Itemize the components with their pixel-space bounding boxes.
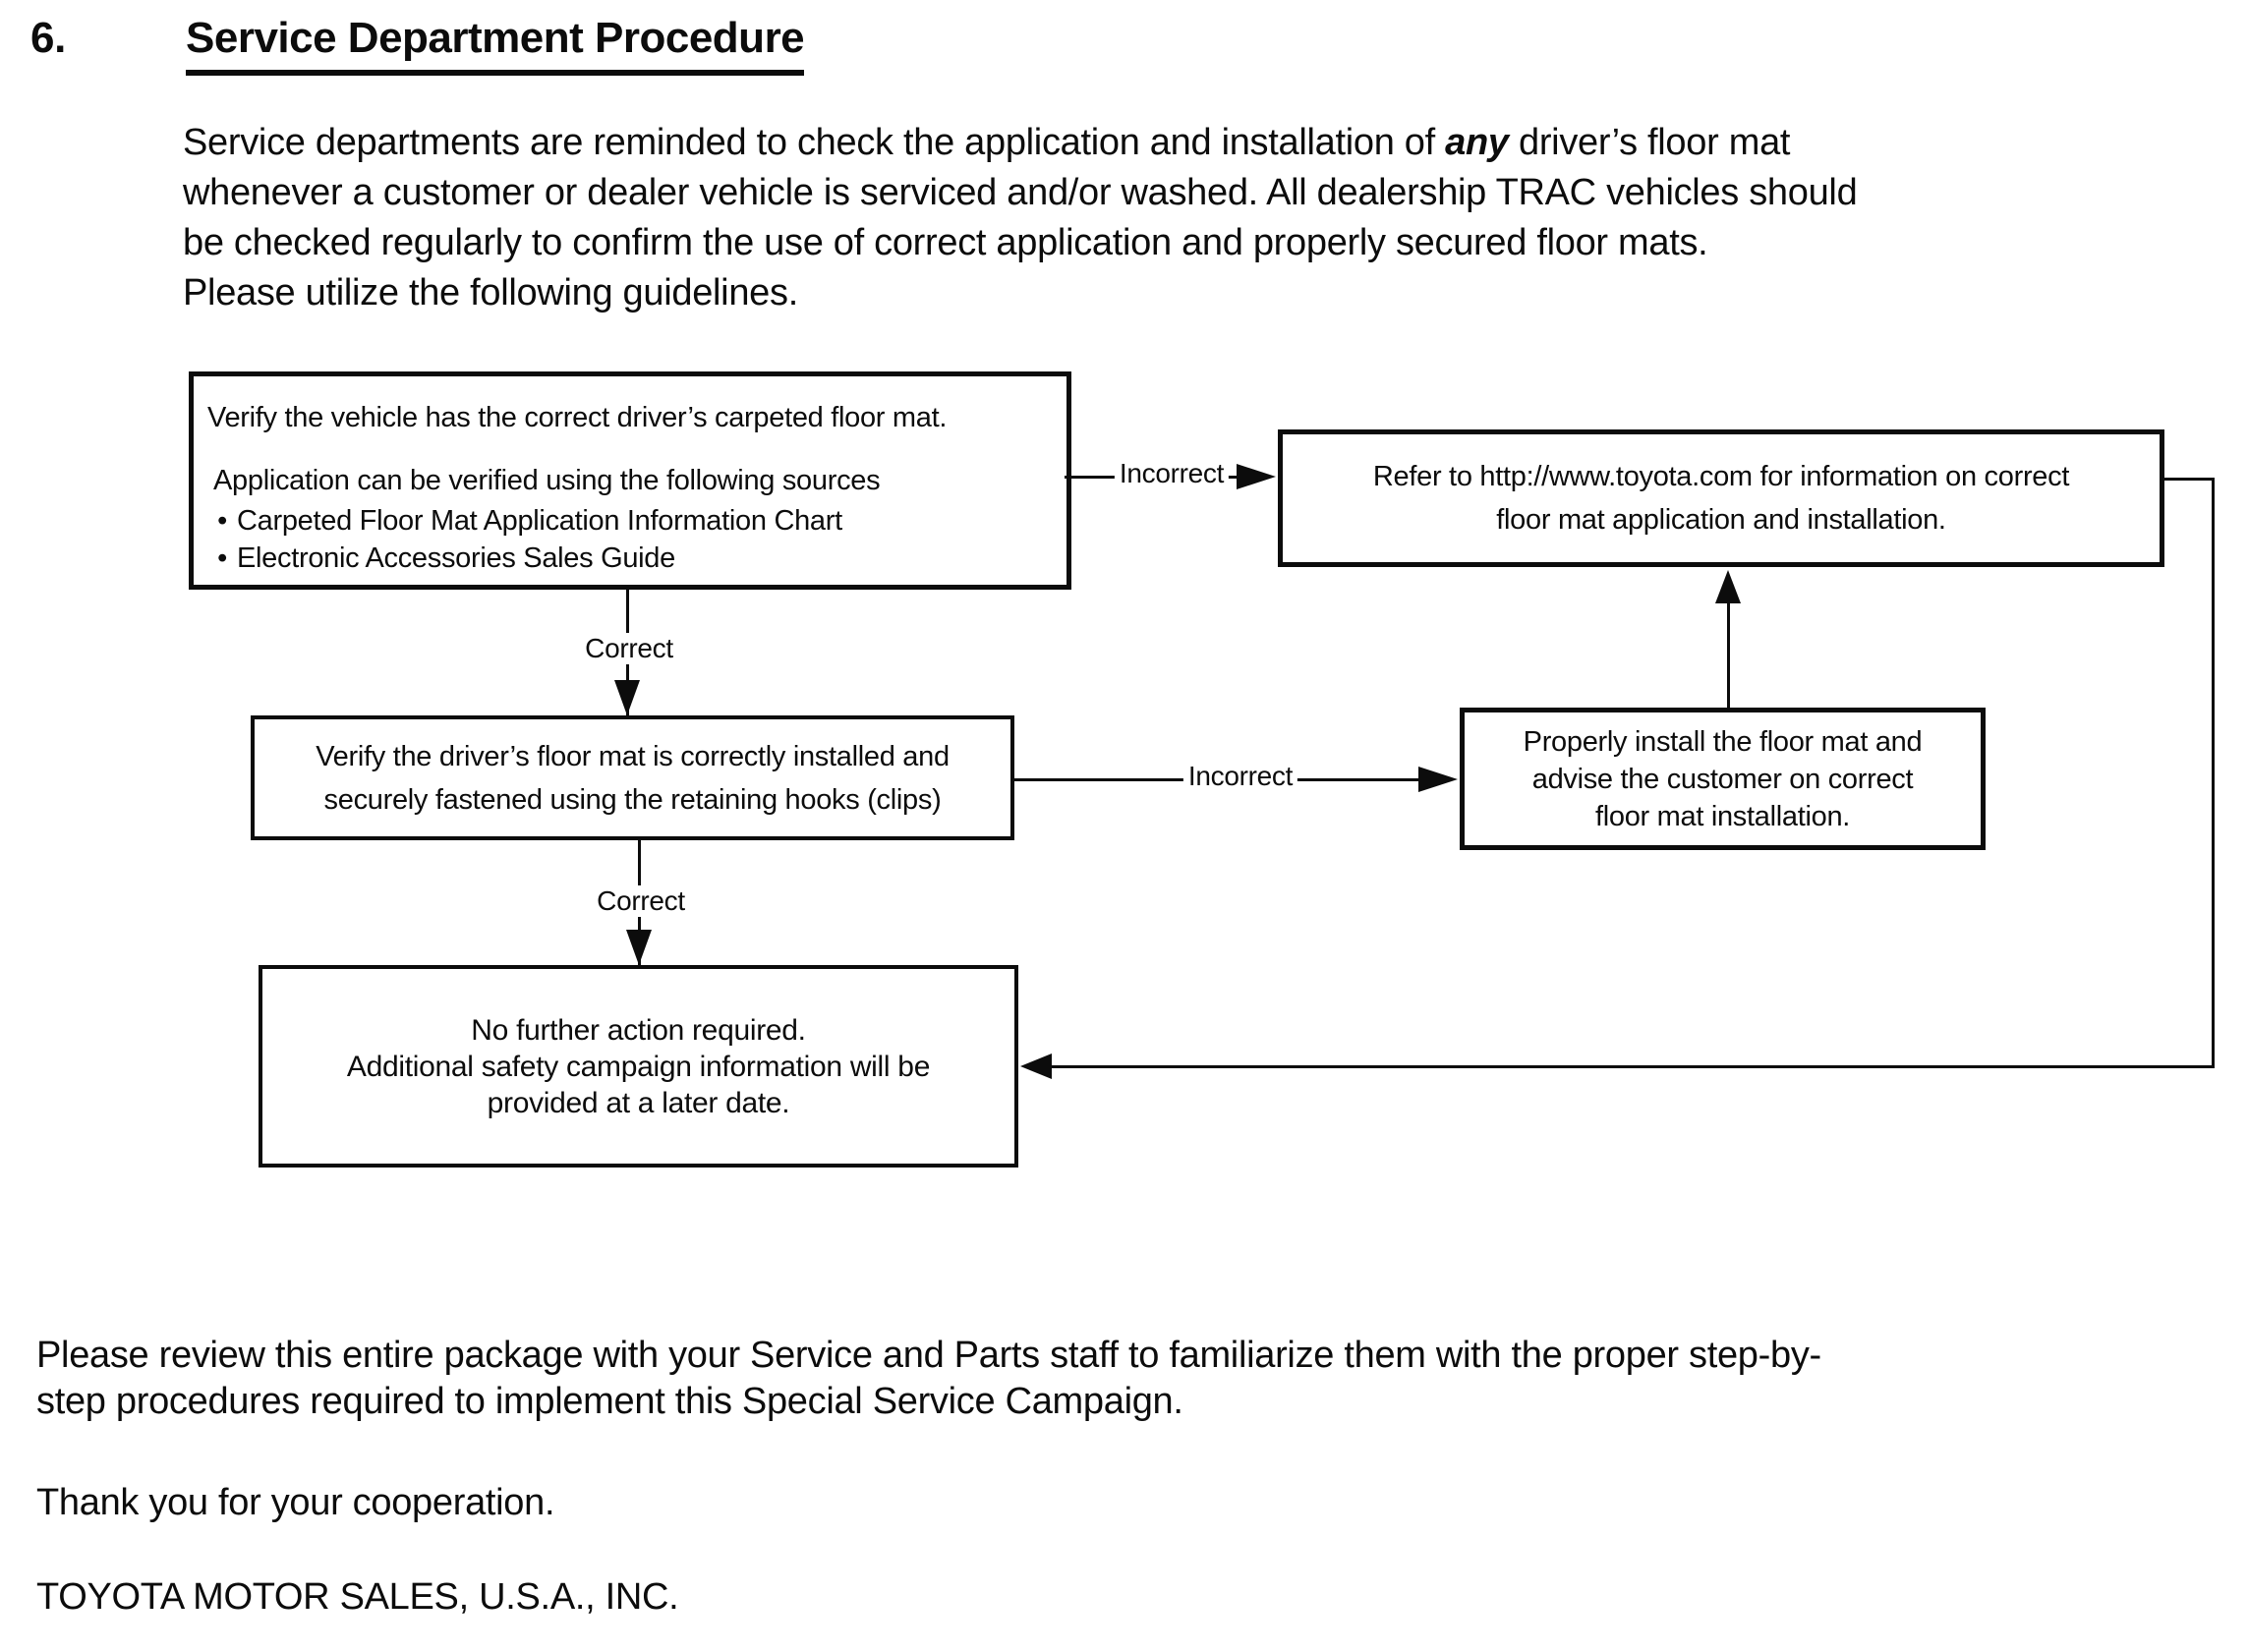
branch-label-incorrect-2: Incorrect	[1182, 761, 1298, 792]
box4-line-3: floor mat installation.	[1594, 800, 1851, 832]
section-number: 6.	[30, 14, 67, 62]
box1-bullet-1: • Carpeted Floor Mat Application Informat…	[207, 502, 1057, 540]
flowchart-box-refer-website: Refer to http://www.toyota.com for infor…	[1278, 429, 2164, 567]
bullet-icon: •	[217, 505, 227, 537]
footer-company: TOYOTA MOTOR SALES, U.S.A., INC.	[36, 1576, 679, 1618]
intro-paragraph: Service departments are reminded to chec…	[183, 118, 2208, 318]
intro-line-1-post: driver’s floor mat	[1508, 122, 1791, 163]
arrow-down-icon	[614, 680, 640, 715]
arrow-right-icon	[1237, 464, 1276, 489]
branch-label-correct-1: Correct	[580, 633, 678, 664]
footer-review-line-1: Please review this entire package with y…	[36, 1335, 1821, 1376]
footer-thanks: Thank you for your cooperation.	[36, 1482, 555, 1523]
connector-feedback-vertical	[2212, 478, 2215, 1068]
box1-bullet-2-text: Electronic Accessories Sales Guide	[237, 542, 675, 574]
box5-line-1: No further action required.	[471, 1013, 806, 1047]
intro-line-1-emphasis: any	[1445, 122, 1509, 163]
intro-line-1-pre: Service departments are reminded to chec…	[183, 122, 1446, 163]
footer-review-line-2: step procedures required to implement th…	[36, 1381, 1183, 1422]
connector-feedback-bottom	[1048, 1065, 2215, 1068]
box5-line-2: Additional safety campaign information w…	[346, 1050, 931, 1083]
arrow-right-icon	[1418, 767, 1458, 792]
box1-bullet-2: • Electronic Accessories Sales Guide	[207, 540, 1057, 577]
flowchart-box-verify-application: Verify the vehicle has the correct drive…	[189, 371, 1071, 590]
box4-line-1: Properly install the floor mat and	[1523, 725, 1923, 758]
page-title: Service Department Procedure	[186, 14, 805, 76]
intro-line-4: Please utilize the following guidelines.	[183, 272, 798, 313]
branch-label-correct-2: Correct	[592, 885, 690, 917]
flowchart-box-no-further-action: No further action required. Additional s…	[259, 965, 1018, 1168]
flowchart-box-verify-installation: Verify the driver’s floor mat is correct…	[251, 715, 1014, 840]
box1-bullet-1-text: Carpeted Floor Mat Application Informati…	[237, 505, 842, 537]
arrow-up-icon	[1715, 570, 1741, 603]
intro-line-2: whenever a customer or dealer vehicle is…	[183, 172, 1858, 213]
box1-line-2: Application can be verified using the fo…	[213, 465, 881, 496]
intro-line-1: Service departments are reminded to chec…	[183, 118, 2208, 168]
box2-line-2: floor mat application and installation.	[1496, 504, 1946, 536]
bullet-icon: •	[217, 542, 227, 574]
arrow-left-icon	[1020, 1054, 1052, 1079]
intro-line-3: be checked regularly to confirm the use …	[183, 222, 1708, 263]
box3-line-1: Verify the driver’s floor mat is correct…	[316, 740, 950, 772]
box2-line-1: Refer to http://www.toyota.com for infor…	[1372, 461, 2070, 492]
connector-box2-feedback-top	[2164, 478, 2215, 481]
box1-line-1: Verify the vehicle has the correct drive…	[207, 402, 948, 433]
box3-line-2: securely fastened using the retaining ho…	[323, 783, 942, 816]
box4-line-2: advise the customer on correct	[1531, 763, 1914, 795]
box5-line-3: provided at a later date.	[487, 1086, 790, 1119]
branch-label-incorrect-1: Incorrect	[1114, 458, 1230, 489]
flowchart-box-properly-install: Properly install the floor mat and advis…	[1460, 708, 1986, 850]
arrow-down-icon	[626, 930, 652, 965]
footer-review-paragraph: Please review this entire package with y…	[36, 1333, 2199, 1425]
connector-box4-box2	[1727, 601, 1730, 708]
